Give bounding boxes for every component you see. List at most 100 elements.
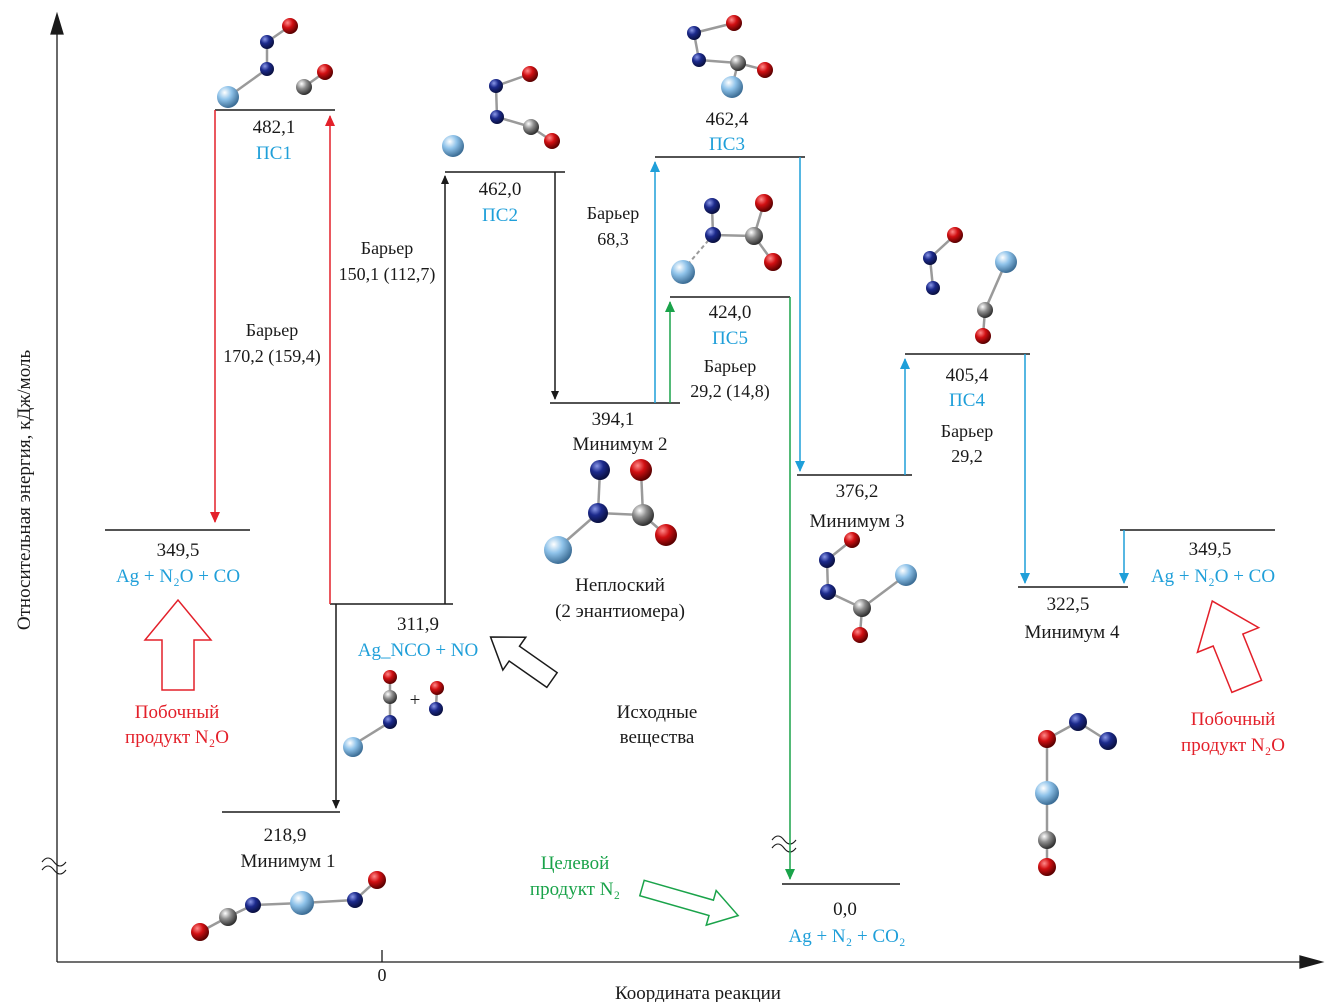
ts5-energy: 424,0 — [709, 302, 752, 323]
atom-c-icon — [523, 119, 539, 135]
min2-note1: Неплоский — [575, 575, 665, 596]
molecule-ts4 — [923, 227, 1017, 344]
barrier-5-value: 29,2 (14,8) — [690, 381, 770, 402]
y-axis-break-icon — [41, 857, 67, 875]
atom-o-icon — [655, 524, 677, 546]
atom-n-icon — [347, 892, 363, 908]
atom-c-icon — [296, 79, 312, 95]
barrier-labels: Барьер 170,2 (159,4) Барьер 150,1 (112,7… — [223, 203, 993, 466]
atom-n-icon — [260, 35, 274, 49]
atom-ag-icon — [343, 737, 363, 757]
atom-c-icon — [745, 227, 763, 245]
x-axis-arrowhead — [1299, 955, 1325, 969]
target-callout-line2: продукт N₂ — [530, 879, 620, 900]
axes — [41, 11, 1325, 969]
molecule-ts3 — [687, 15, 773, 98]
atom-o-icon — [755, 194, 773, 212]
ts2-energy: 462,0 — [479, 179, 522, 200]
atom-n-icon — [687, 26, 701, 40]
barrier-2-value: 150,1 (112,7) — [339, 264, 436, 285]
barrier-1-title: Барьер — [246, 320, 299, 340]
atom-o-icon — [975, 328, 991, 344]
ts3-label: ПС3 — [709, 134, 745, 155]
ts1-energy: 482,1 — [253, 117, 296, 138]
atom-o-icon — [1038, 858, 1056, 876]
barrier-4-title: Барьер — [941, 421, 994, 441]
molecule-min4 — [1035, 713, 1117, 876]
min3-label: Минимум 3 — [810, 511, 905, 532]
side-left-label: Ag + N₂O + CO — [116, 566, 240, 587]
atom-n-icon — [692, 53, 706, 67]
ts4-energy: 405,4 — [946, 365, 989, 386]
atom-c-icon — [1038, 831, 1056, 849]
atom-o-icon — [1038, 730, 1056, 748]
atom-ag-icon — [895, 564, 917, 586]
atom-ag-icon — [442, 135, 464, 157]
ts3-energy: 462,4 — [706, 109, 749, 130]
transition-arrows — [210, 110, 1129, 880]
min3-energy: 376,2 — [836, 481, 879, 502]
side-right-callout-line2: продукт N₂O — [1181, 735, 1285, 756]
molecule-min1 — [191, 871, 386, 941]
atom-ag-icon — [671, 260, 695, 284]
x-zero-label: 0 — [378, 965, 387, 985]
atom-n-icon — [1099, 732, 1117, 750]
atom-n-icon — [245, 897, 261, 913]
plus-sign: + — [410, 690, 421, 711]
target-arrow-icon — [638, 879, 740, 927]
barrier-4-value: 29,2 — [951, 446, 983, 466]
atom-n-icon — [1069, 713, 1087, 731]
reactants-line2: вещества — [620, 727, 695, 748]
side-right-up-arrow-icon — [1196, 599, 1263, 694]
min2-label: Минимум 2 — [573, 434, 668, 455]
atom-o-icon — [844, 532, 860, 548]
ts1-label: ПС1 — [256, 143, 292, 164]
atom-c-icon — [730, 55, 746, 71]
atom-c-icon — [977, 302, 993, 318]
barrier-3-value: 68,3 — [597, 229, 629, 249]
atom-o-icon — [191, 923, 209, 941]
side-right-label: Ag + N₂O + CO — [1151, 566, 1275, 587]
atom-o-icon — [726, 15, 742, 31]
atom-o-icon — [522, 66, 538, 82]
atom-n-icon — [820, 584, 836, 600]
reactants-arrow-icon — [489, 636, 559, 689]
ts5-label: ПС5 — [712, 328, 748, 349]
min4-label: Минимум 4 — [1025, 622, 1120, 643]
atom-o-icon — [282, 18, 298, 34]
x-axis-label: Координата реакции — [615, 983, 781, 1002]
product-energy: 0,0 — [833, 899, 857, 920]
atom-n-icon — [490, 110, 504, 124]
atom-n-icon — [819, 552, 835, 568]
atom-o-icon — [544, 133, 560, 149]
atom-n-icon — [429, 702, 443, 716]
atom-o-icon — [947, 227, 963, 243]
atom-n-icon — [926, 281, 940, 295]
side-left-energy: 349,5 — [157, 540, 200, 561]
barrier-3-title: Барьер — [587, 203, 640, 223]
side-right-energy: 349,5 — [1189, 539, 1232, 560]
atom-n-icon — [590, 460, 610, 480]
atom-n-icon — [383, 715, 397, 729]
reactants-line1: Исходные — [617, 702, 698, 723]
barrier-5-title: Барьер — [704, 356, 757, 376]
atom-n-icon — [923, 251, 937, 265]
atom-o-icon — [430, 681, 444, 695]
hollow-arrows — [143, 598, 1263, 927]
atom-ag-icon — [1035, 781, 1059, 805]
side-left-up-arrow-icon — [143, 598, 213, 691]
callouts: Исходные вещества Побочный продукт N₂O П… — [125, 690, 1285, 900]
atom-c-icon — [853, 599, 871, 617]
min2-energy: 394,1 — [592, 409, 635, 430]
atom-c-icon — [219, 908, 237, 926]
atom-ag-icon — [290, 891, 314, 915]
atom-c-icon — [383, 690, 397, 704]
y-axis-arrowhead — [50, 11, 64, 35]
atom-ag-icon — [721, 76, 743, 98]
atom-n-icon — [588, 503, 608, 523]
atom-ag-icon — [995, 251, 1017, 273]
atom-o-icon — [764, 253, 782, 271]
atom-n-icon — [489, 79, 503, 93]
molecule-min3 — [819, 532, 917, 643]
